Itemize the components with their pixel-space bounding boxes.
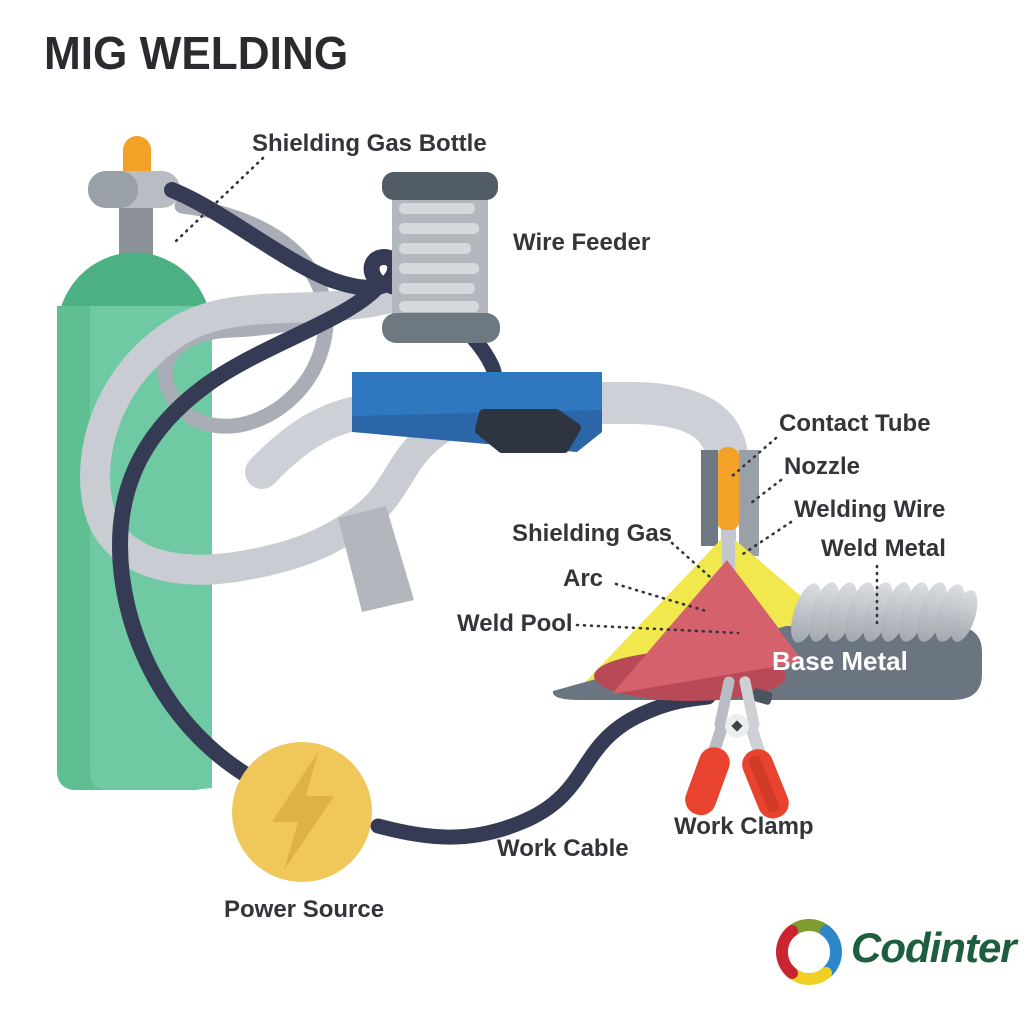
leader-arc: [614, 582, 708, 613]
label-power-source: Power Source: [224, 896, 385, 923]
leader-nozzle: [749, 478, 783, 505]
clamp-jaw-right: [739, 676, 760, 730]
nozzle-right-wall: [739, 450, 759, 556]
contact-tube-graphic: [716, 447, 740, 531]
leader-contact-tube: [729, 436, 778, 479]
spool-bottom-cap: [382, 313, 500, 343]
bottle-regulator-left: [88, 171, 138, 208]
work-cable-graphic: [370, 689, 716, 845]
label-weld-metal: Weld Metal: [821, 535, 946, 562]
label-nozzle: Nozzle: [784, 453, 861, 480]
codinter-logo-icon: [775, 919, 843, 985]
codinter-logo-text: Codinter: [851, 924, 1017, 971]
clamp-arm-right: [744, 720, 766, 758]
leader-shielding-gas: [670, 541, 712, 579]
label-base-metal: Base Metal: [772, 646, 908, 676]
power-source-graphic: [232, 742, 372, 882]
leader-welding-wire: [741, 520, 793, 556]
logo-swirl-red: [775, 925, 798, 979]
torch-trigger: [475, 409, 581, 453]
gas-cable: [111, 182, 404, 784]
torch-cable: [80, 281, 520, 585]
clamp-handle-shade: [749, 755, 779, 813]
label-contact-tube: Contact Tube: [779, 410, 931, 437]
label-work-clamp: Work Clamp: [674, 813, 814, 840]
torch-cable-fold: [338, 506, 414, 612]
page-title: MIG WELDING: [44, 27, 349, 79]
label-shielding-gas-bottle: Shielding Gas Bottle: [252, 130, 487, 157]
leader-weld-pool: [575, 623, 740, 635]
torch-handle: [352, 372, 602, 453]
label-arc: Arc: [563, 565, 604, 592]
label-weld-pool: Weld Pool: [457, 610, 573, 637]
clamp-handle-left: [685, 747, 730, 816]
spool-wire-stripes: [399, 203, 479, 312]
weld-metal-bead: [791, 582, 978, 643]
label-welding-wire: Welding Wire: [794, 496, 946, 523]
clamp-pivot-bolt: [731, 720, 743, 732]
arc-graphic-front: [612, 560, 803, 694]
logo-swirl-blue: [820, 925, 843, 979]
clamp-connector: [751, 688, 773, 705]
leader-lines: [173, 156, 879, 635]
wire-feeder-graphic: [382, 172, 500, 343]
spool-top-cap: [382, 172, 498, 200]
label-work-cable: Work Cable: [497, 835, 629, 862]
clamp-jaw-left: [714, 676, 735, 730]
lightning-bolt-icon: [272, 752, 334, 870]
label-shielding-gas: Shielding Gas: [512, 520, 673, 547]
nozzle-left-wall: [701, 450, 718, 546]
leader-shielding-gas-bottle: [173, 156, 265, 244]
label-wire-feeder: Wire Feeder: [513, 229, 651, 256]
work-clamp-graphic: [685, 676, 789, 819]
